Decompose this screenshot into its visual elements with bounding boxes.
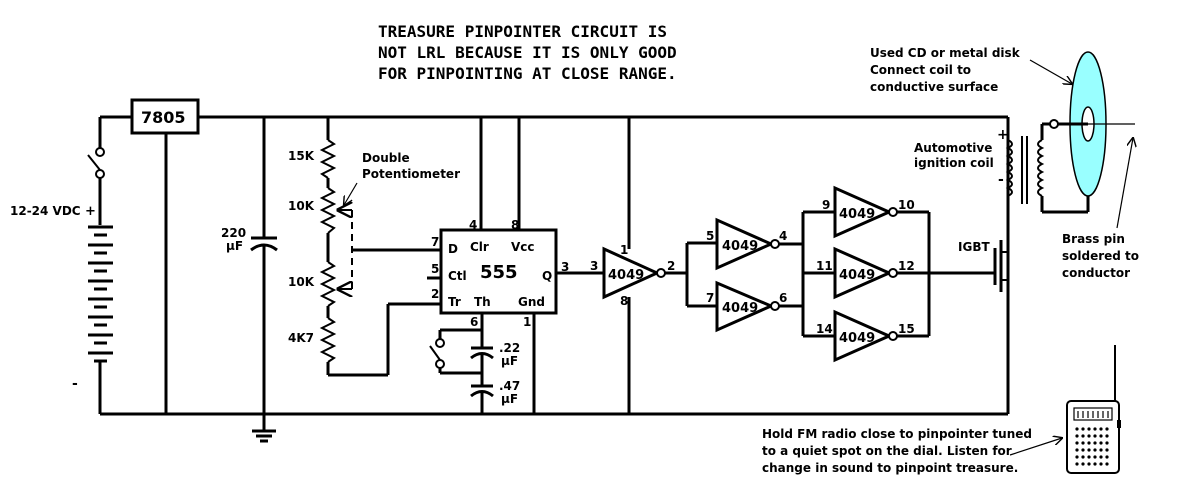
- igbt-label: IGBT: [958, 240, 990, 254]
- inverter-2: 4049 5 4: [706, 217, 787, 271]
- pin-4-number: 4: [469, 218, 477, 232]
- title-block: TREASURE PINPOINTER CIRCUIT IS NOT LRL B…: [378, 22, 677, 83]
- cap-220-value: 220: [221, 226, 246, 240]
- inverter-3: 4049 7 6: [706, 280, 787, 333]
- pin-note-line-2: soldered to: [1062, 249, 1139, 263]
- pin-ctl-label: Ctl: [448, 269, 467, 283]
- inv6-in-pin: 14: [816, 322, 833, 336]
- pin-note-line-3: conductor: [1062, 266, 1130, 280]
- inv4-in-pin: 9: [822, 198, 830, 212]
- timer-name-label: 555: [480, 262, 518, 283]
- inverter-1: 4049 3 2 1 8: [590, 117, 717, 414]
- ignition-coil: + - Automotive ignition coil: [914, 117, 1090, 214]
- pin-d-label: D: [448, 242, 458, 256]
- inv-vdd-pin: 1: [620, 243, 628, 257]
- timer-555: D Ctl Tr Clr Vcc Th Gnd Q 555 7 5 2 4 8 …: [427, 117, 604, 414]
- pin-gnd-label: Gnd: [518, 295, 545, 309]
- double-pot-label-1: Double: [362, 151, 410, 165]
- radio-note-line-3: change in sound to pinpoint treasure.: [762, 461, 1018, 475]
- inv2-out-pin: 4: [779, 229, 787, 243]
- cap-select-switch: [429, 345, 441, 361]
- inv-vss-pin: 8: [620, 294, 628, 308]
- inv5-out-pin: 12: [898, 259, 915, 273]
- inv1-label: 4049: [608, 268, 644, 283]
- inv4-out-pin: 10: [898, 198, 915, 212]
- pin-vcc-label: Vcc: [511, 240, 535, 254]
- cap-047-unit: µF: [501, 392, 518, 406]
- cap-220-unit: µF: [226, 239, 243, 253]
- coil-label-1: Automotive: [914, 141, 992, 155]
- cap-022-value: .22: [499, 341, 520, 355]
- timing-capacitors: .22 µF .47 µF: [429, 313, 520, 414]
- radio-note: Hold FM radio close to pinpointer tuned …: [762, 427, 1062, 475]
- pin-7-number: 7: [431, 235, 439, 249]
- title-line-3: FOR PINPOINTING AT CLOSE RANGE.: [378, 64, 677, 83]
- power-rails: [100, 115, 1010, 416]
- inv5-label: 4049: [839, 268, 875, 283]
- supply-voltage-label: 12-24 VDC: [10, 204, 81, 218]
- inv2-label: 4049: [722, 239, 758, 254]
- resistor-chain: 15K 10K 10K 4K7 Double Potentiometer: [288, 117, 460, 377]
- pot-10k-bottom-label: 10K: [288, 275, 315, 289]
- pin-3-number: 3: [561, 260, 569, 274]
- inverter-4: 4049 9 10: [822, 185, 915, 239]
- radio-note-line-2: to a quiet spot on the dial. Listen for: [762, 444, 1012, 458]
- pin-q-label: Q: [542, 269, 552, 283]
- pin-2-number: 2: [431, 287, 439, 301]
- inverter-5: 4049 11 12: [816, 246, 915, 300]
- cap-022-unit: µF: [501, 354, 518, 368]
- coil-minus-sign: -: [998, 172, 1004, 188]
- inv3-label: 4049: [722, 301, 758, 316]
- disk-note-line-3: conductive surface: [870, 80, 998, 94]
- ground-symbol: [252, 429, 276, 443]
- title-line-2: NOT LRL BECAUSE IT IS ONLY GOOD: [378, 43, 677, 62]
- regulator-7805: 7805: [130, 98, 200, 414]
- pin-th-label: Th: [474, 295, 491, 309]
- inv2-in-pin: 5: [706, 229, 714, 243]
- inv6-out-pin: 15: [898, 322, 915, 336]
- inv3-out-pin: 6: [779, 291, 787, 305]
- pin-tr-label: Tr: [448, 295, 461, 309]
- resistor-4k7-label: 4K7: [288, 331, 314, 345]
- capacitor-220uf: 220 µF: [221, 117, 278, 443]
- pin-note-line-1: Brass pin: [1062, 232, 1125, 246]
- metal-disk: [1049, 51, 1135, 197]
- inv5-in-pin: 11: [816, 259, 833, 273]
- double-pot-label-2: Potentiometer: [362, 167, 460, 181]
- fm-radio-icon: [1066, 345, 1121, 474]
- coil-plus-sign: +: [997, 127, 1009, 143]
- inv1-out-pin: 2: [667, 259, 675, 273]
- coil-label-2: ignition coil: [914, 156, 994, 170]
- pin-note: Brass pin soldered to conductor: [1062, 138, 1139, 280]
- power-switch: [87, 154, 101, 171]
- regulator-label: 7805: [141, 108, 186, 127]
- disk-note: Used CD or metal disk Connect coil to co…: [870, 46, 1072, 94]
- pin-clr-label: Clr: [470, 240, 489, 254]
- disk-note-line-2: Connect coil to: [870, 63, 971, 77]
- inverter-6: 4049 14 15: [816, 309, 915, 363]
- inv3-in-pin: 7: [706, 291, 714, 305]
- disk-note-line-1: Used CD or metal disk: [870, 46, 1021, 60]
- pin-5-number: 5: [431, 262, 439, 276]
- inv6-label: 4049: [839, 331, 875, 346]
- pin-1-number: 1: [523, 315, 531, 329]
- pin-6-number: 6: [470, 315, 478, 329]
- supply-minus-sign: -: [72, 376, 78, 392]
- pin-8-number: 8: [511, 218, 519, 232]
- cap-047-value: .47: [499, 379, 520, 393]
- battery-supply: 12-24 VDC + -: [10, 115, 132, 414]
- radio-note-line-1: Hold FM radio close to pinpointer tuned: [762, 427, 1032, 441]
- inv4-label: 4049: [839, 207, 875, 222]
- inv1-in-pin: 3: [590, 259, 598, 273]
- title-line-1: TREASURE PINPOINTER CIRCUIT IS: [378, 22, 667, 41]
- resistor-15k-label: 15K: [288, 149, 315, 163]
- supply-plus-sign: +: [85, 204, 96, 219]
- pot-10k-top-label: 10K: [288, 199, 315, 213]
- igbt: IGBT: [958, 240, 1008, 292]
